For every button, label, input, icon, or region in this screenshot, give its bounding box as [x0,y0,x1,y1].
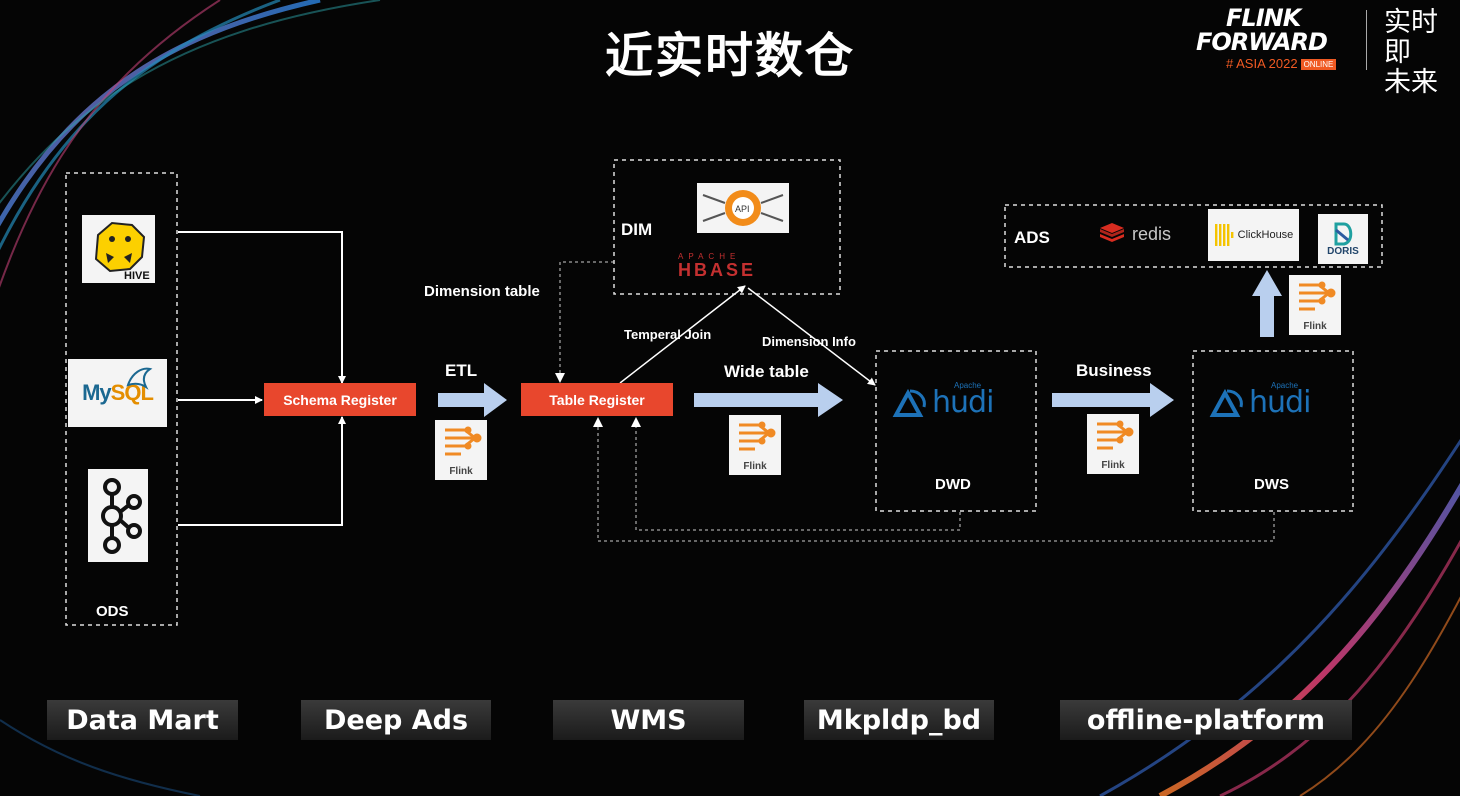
ads-label: ADS [1014,228,1050,247]
hudi-icon [892,388,926,417]
brand-line2: FORWARD [1196,28,1328,56]
hudi-apache: Apache [954,381,982,390]
dim-group-box [613,159,841,295]
hbase-apache: APACHE [678,252,741,261]
hudi-icon [1209,388,1243,417]
dim-label: DIM [621,220,653,239]
hbase-word: HBASE [678,260,757,280]
hudi-apache: Apache [1271,381,1299,390]
hive-logo: HIVE [82,215,155,283]
hudi-word: hudi [1249,385,1311,420]
redis-label: redis [1132,223,1172,244]
ads-up-arrow [1252,270,1282,337]
flink-name: Flink [449,466,473,477]
api-gear-icon: API [702,190,784,226]
ods-group-box [65,172,178,626]
doris-logo: DORIS [1318,214,1368,264]
dwd-feedback-line [631,417,961,531]
table-register-box: Table Register [521,383,673,416]
mysql-my: My [82,380,112,405]
doris-icon [1334,222,1353,245]
redis-icon [1100,223,1124,242]
bottom-tab-data-mart: Data Mart [47,700,238,740]
hive-to-schema-line [178,231,346,384]
dws-feedback-line [593,417,1275,542]
mysql-logo: MySQL [68,359,167,427]
flink-logo-business: Flink [1087,414,1139,474]
flink-logo-ads: Flink [1289,275,1341,335]
clickhouse-logo: ClickHouse [1208,209,1299,261]
wide-table-label: Wide table [724,362,809,381]
flink-logo-wide-table: Flink [729,415,781,475]
flink-name: Flink [1303,321,1327,332]
etl-arrow [438,383,507,417]
bottom-tab-mkpldp-bd: Mkpldp_bd [804,700,994,740]
flink-icon [1299,281,1336,311]
brand-line1: FLINK [1226,4,1301,32]
ads-group-box [1004,204,1383,268]
dimension-info-line [747,287,876,386]
dws-group-box [1192,350,1354,512]
dolphin-icon [126,367,153,390]
bottom-tab-deep-ads: Deep Ads [301,700,491,740]
dwd-label: DWD [935,476,971,493]
clickhouse-bars-icon [1214,224,1234,246]
flink-icon [739,421,776,451]
kafka-logo [88,469,148,562]
slogan-line2: 未来 [1384,67,1438,98]
hive-bee-icon: HIVE [94,221,150,281]
hudi-logo-dws: Apache hudi [1209,381,1311,420]
brand-event-text: # ASIA 2022 [1226,56,1298,71]
hive-label: HIVE [124,270,150,281]
flink-name: Flink [743,461,767,472]
ods-label: ODS [96,603,129,620]
redis-logo: redis [1098,222,1171,246]
temporal-join-line [619,285,746,384]
dimension-table-line [555,261,614,383]
business-label: Business [1076,361,1152,380]
api-label: API [735,204,750,214]
dimension-table-label: Dimension table [424,283,540,300]
wide-table-arrow [694,383,843,417]
slogan: 实时即 未来 [1384,8,1444,98]
hbase-logo: APACHE HBASE [678,252,808,282]
etl-label: ETL [445,361,478,380]
api-logo: API [697,183,789,233]
flink-logo-etl: Flink [435,420,487,480]
flink-name: Flink [1101,460,1125,471]
brand-badge: ONLINE [1300,59,1337,71]
dwd-group-box [875,350,1037,512]
flink-icon [445,426,482,456]
doris-label: DORIS [1327,245,1359,257]
bottom-tab-wms: WMS [553,700,744,740]
schema-register-box: Schema Register [264,383,416,416]
flink-icon [1097,420,1134,450]
bottom-tab-offline-platform: offline-platform [1060,700,1352,740]
brand-divider [1366,10,1367,70]
business-arrow [1052,383,1174,417]
hudi-word: hudi [932,385,994,420]
kafka-to-schema-line [178,416,346,526]
page-title: 近实时数仓 [604,28,855,84]
temporal-join-label: Temperal Join [624,327,712,342]
clickhouse-label: ClickHouse [1237,229,1294,241]
dimension-info-label: Dimension Info [762,334,856,349]
dws-label: DWS [1254,476,1289,493]
slogan-line1: 实时即 [1384,7,1438,68]
hudi-logo-dwd: Apache hudi [892,381,994,420]
kafka-icon [101,478,142,554]
